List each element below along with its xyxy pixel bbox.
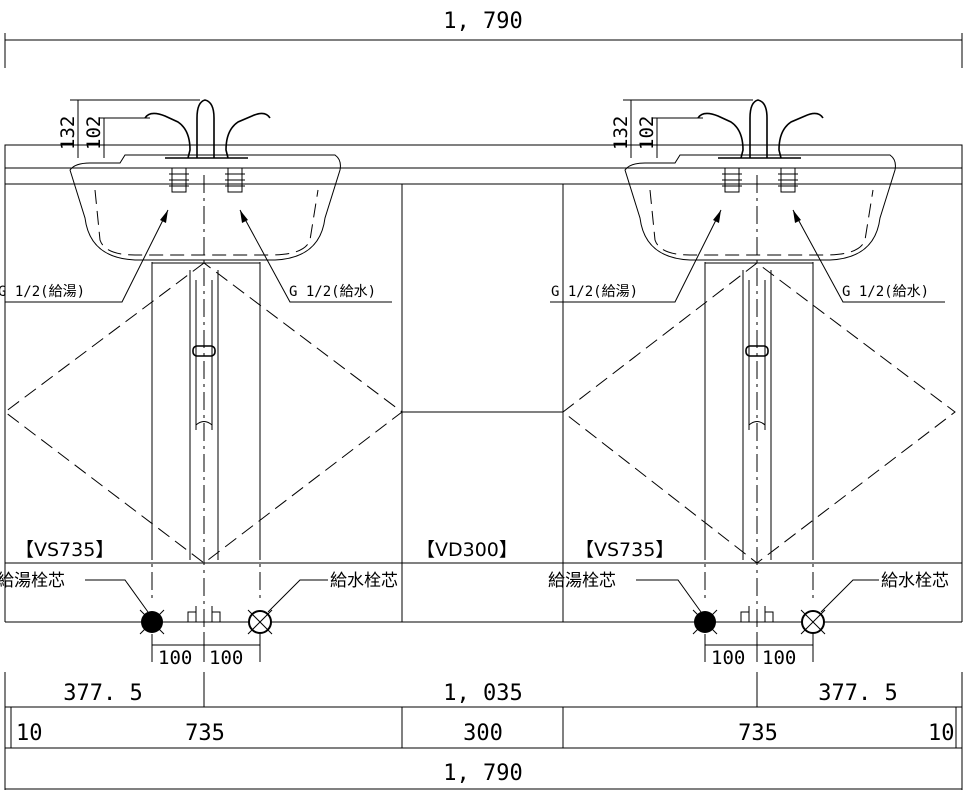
hot-valve-label: 給湯栓芯	[548, 571, 616, 591]
faucet-height-132: 132	[610, 116, 632, 150]
door-swing-diamond	[4, 262, 403, 564]
cold-supply-leader	[792, 209, 945, 303]
basin-outline	[69, 154, 341, 261]
hot-connector-icon	[722, 167, 742, 193]
hot-supply-leader	[5, 209, 169, 303]
dim-1035: 1, 035	[443, 681, 522, 706]
cold-connector-icon	[225, 167, 245, 193]
top-total-dimension: 1, 790	[443, 9, 522, 34]
center-model-label: 【VD300】	[416, 539, 518, 561]
faucet-height-102: 102	[636, 116, 658, 150]
drain-outlet-icon	[740, 606, 774, 622]
door-swing-diamond	[562, 262, 956, 564]
cold-valve-label: 給水栓芯	[330, 571, 398, 591]
hot-connector-icon	[169, 167, 189, 193]
dim-10-left: 10	[16, 721, 43, 746]
cold-supply-label: G 1/2(給水)	[842, 284, 929, 300]
hot-handle-icon	[144, 112, 191, 159]
drain-pipe	[189, 270, 219, 560]
dim-10-right: 10	[928, 721, 955, 746]
bottom-total-dimension: 1, 790	[443, 761, 522, 786]
cold-connector-icon	[778, 167, 798, 193]
left-unit: 132 102 G 1/2(給湯) G 1/2(給水) 【VS735】	[0, 99, 403, 669]
cold-valve-label: 給水栓芯	[881, 571, 949, 591]
faucet-height-102: 102	[83, 116, 105, 150]
hot-valve-label: 給湯栓芯	[0, 571, 65, 591]
pitch-right-a: 100	[711, 647, 745, 669]
hot-supply-leader	[550, 209, 722, 303]
cold-handle-icon	[778, 112, 824, 159]
cold-handle-icon	[225, 112, 271, 159]
faucet-spout-icon	[196, 99, 215, 158]
faucet-spout-icon	[749, 99, 768, 158]
dim-377-right: 377. 5	[818, 681, 897, 706]
counter-front-edge	[4, 167, 963, 185]
hot-supply-label: G 1/2(給湯)	[551, 283, 638, 300]
right-unit: 132 102 G 1/2(給湯) G 1/2(給水) 【VS735】 給湯栓芯…	[548, 99, 956, 669]
hot-supply-label: G 1/2(給湯)	[0, 283, 85, 300]
hot-handle-icon	[697, 112, 744, 159]
basin-outline	[624, 154, 896, 261]
dim-735-left: 735	[185, 721, 225, 746]
bottom-dimensions: 377. 5 1, 035 377. 5 10 735 300 735 10 1…	[4, 672, 963, 790]
faucet-height-132: 132	[57, 116, 79, 150]
countertop	[4, 144, 963, 169]
cold-supply-leader	[239, 209, 392, 303]
right-model-label: 【VS735】	[575, 539, 674, 561]
pitch-right-b: 100	[762, 647, 796, 669]
dim-377-left: 377. 5	[63, 681, 142, 706]
trap-coupling-icon	[745, 345, 769, 357]
basin-inner-hidden	[649, 189, 874, 256]
drain-outlet-icon	[187, 606, 221, 622]
drain-pipe	[742, 270, 772, 560]
dim-735-right: 735	[738, 721, 778, 746]
dim-300: 300	[463, 721, 503, 746]
pitch-left-a: 100	[158, 647, 192, 669]
left-model-label: 【VS735】	[15, 539, 114, 561]
cold-supply-label: G 1/2(給水)	[289, 284, 376, 300]
pitch-left-b: 100	[209, 647, 243, 669]
basin-inner-hidden	[94, 189, 319, 256]
trap-coupling-icon	[192, 345, 216, 357]
